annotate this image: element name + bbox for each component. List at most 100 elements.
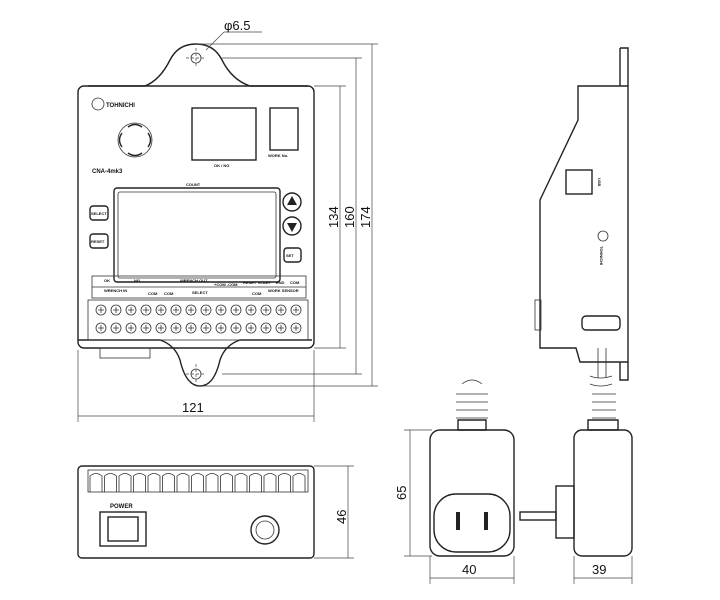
terminal-screw [155,322,167,334]
screw-slot [158,325,164,331]
screw-slot [248,325,254,331]
front-view: TOHNICHI CNA-4mk3 OK / NG WORK No. COUNT… [77,43,315,387]
screw-slot [158,307,164,313]
usb-label: USB [597,178,602,187]
bottom-connector [99,347,151,359]
terminal-tooth [89,473,103,492]
screw-slot [113,307,119,313]
plug-pin-left [456,512,460,530]
terminal-screw [260,304,272,316]
terminal-screw [245,304,257,316]
terminal-screw [95,322,107,334]
reset-button[interactable] [89,233,109,249]
screw-slot [203,307,209,313]
dim-39-label: 39 [592,562,606,577]
terminal-screw [110,322,122,334]
screw-slot [113,325,119,331]
screw-slot [173,307,179,313]
terminal-screw [155,304,167,316]
terminal-label-strip: OK NG WRENCH OUT WRENCH IN COM COM SELEC… [91,275,307,299]
reset-button-label: RESET [91,239,105,244]
screw-slot [263,325,269,331]
terminal-com-2: COM [164,291,174,296]
terminal-screw [230,322,242,334]
model-label: CNA-4mk3 [92,169,123,175]
adapter-body-front [429,429,515,557]
terminal-screws-top-row [95,304,302,316]
terminal-screw [215,322,227,334]
terminal-tooth [249,473,262,492]
screw-slot [233,325,239,331]
terminal-tooth [191,473,204,492]
terminal-screw [275,304,287,316]
up-button[interactable] [282,192,302,212]
ok-ng-window [191,107,257,161]
side-cable-slot [581,315,621,331]
screw-slot [98,325,104,331]
mounting-bracket [78,43,312,387]
dim-46-label: 46 [334,510,349,524]
terminal-com-com: +COM -COM [214,282,238,287]
count-display [113,187,281,283]
terminal-tooth [234,473,248,492]
terminal-ok: OK [104,278,110,283]
side-brand-label: TOHNICHI [599,246,604,265]
adapter-prong [519,511,557,521]
terminal-tooth [220,473,233,492]
terminal-tooth [176,473,190,492]
terminal-screw [95,304,107,316]
screw-slot [128,307,134,313]
terminal-screw [275,322,287,334]
ok-ng-label: OK / NG [214,163,229,168]
terminal-screw [260,322,272,334]
dim-40-label: 40 [462,562,476,577]
brand-label: TOHNICHI [106,103,135,109]
terminal-wrench-in: WRENCH IN [104,288,127,293]
down-arrow-icon [287,223,297,232]
terminal-com-3: COM [290,280,300,285]
terminal-work-sensor: WORK SENSOR [268,288,299,293]
screw-slot [248,307,254,313]
terminal-tooth [278,473,291,492]
terminal-screw [200,304,212,316]
dim-65-label: 65 [394,486,409,500]
terminal-screw [185,322,197,334]
select-button[interactable] [89,205,109,221]
terminal-screw [245,322,257,334]
bottom-terminal-block [87,469,309,493]
device-body [77,85,315,349]
terminal-screw [290,304,302,316]
screw-slot [98,307,104,313]
dim-134-label: 134 [326,206,341,228]
set-button[interactable] [283,247,302,263]
screw-slot [263,307,269,313]
terminal-screw [170,322,182,334]
bottom-body [77,465,315,559]
terminal-screw [125,304,137,316]
terminal-screw [125,322,137,334]
terminal-tooth [133,473,146,492]
screw-slot [128,325,134,331]
terminal-tooth [147,473,161,492]
terminal-tooth [118,473,132,492]
screw-slot [278,325,284,331]
terminal-tooth [263,473,277,492]
screw-slot [203,325,209,331]
direction-pad-icon [117,122,153,158]
down-button[interactable] [282,216,302,236]
terminal-screw [140,322,152,334]
terminal-screw [230,304,242,316]
side-view: USB TOHNICHI [534,47,629,387]
terminal-wrench-out: WRENCH OUT [180,278,208,283]
adapter-plug-side [555,485,575,539]
screw-slot [143,307,149,313]
terminal-screw [110,304,122,316]
power-switch[interactable] [99,511,147,547]
usb-port [565,169,593,195]
terminal-select: SELECT [192,290,208,295]
screw-slot [218,307,224,313]
power-label: POWER [110,504,133,510]
terminal-reset: RESET [243,280,257,285]
dim-174-label: 174 [358,206,373,228]
